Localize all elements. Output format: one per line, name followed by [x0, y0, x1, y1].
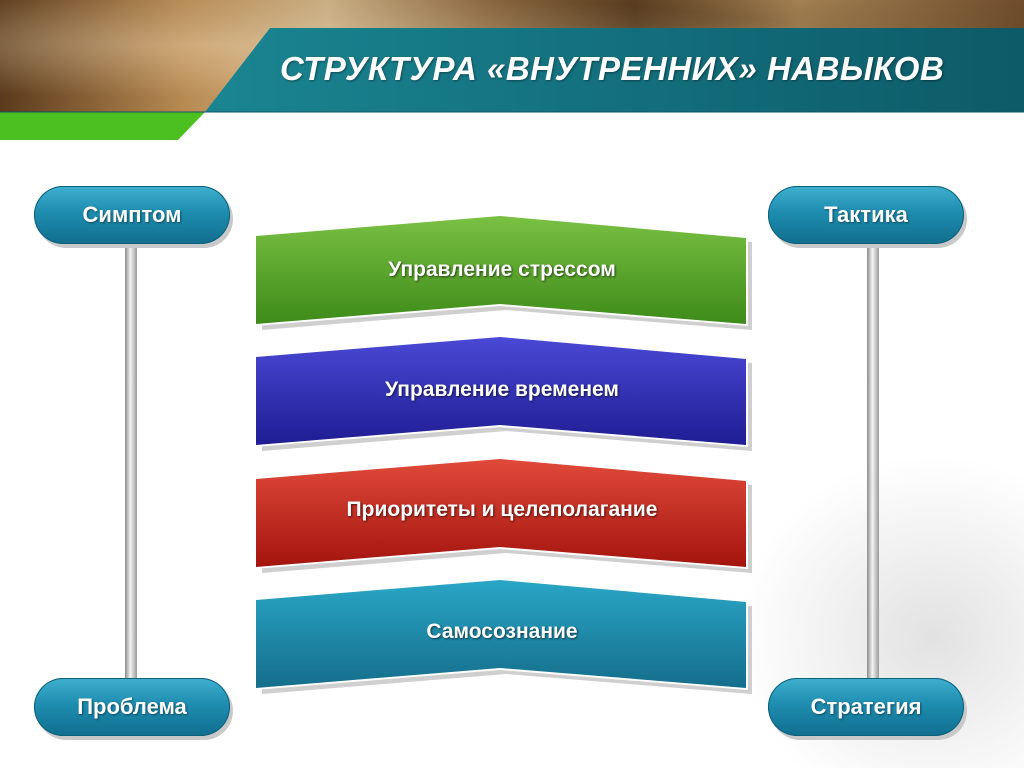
band-self-awareness	[256, 580, 746, 688]
left-axis-pole	[125, 240, 137, 680]
problem-label: Проблема	[34, 678, 230, 736]
band-time	[256, 337, 746, 445]
slide-title: СТРУКТУРА «ВНУТРЕННИХ» НАВЫКОВ	[280, 50, 945, 87]
strategy-label: Стратегия	[768, 678, 964, 736]
band-stress	[256, 216, 746, 324]
symptom-label: Симптом	[34, 186, 230, 244]
tactics-label: Тактика	[768, 186, 964, 244]
right-axis-pole	[867, 240, 879, 680]
layer-stress-management: Управление стрессом	[388, 258, 616, 281]
layer-priorities-goals: Приоритеты и целеполагание	[346, 498, 658, 521]
teal-title-band	[205, 28, 1024, 112]
band-priorities	[256, 459, 746, 567]
title-banner	[0, 28, 1024, 140]
layer-self-awareness: Самосознание	[426, 620, 578, 643]
layer-time-management: Управление временем	[385, 378, 619, 401]
green-accent-strip	[0, 112, 205, 140]
